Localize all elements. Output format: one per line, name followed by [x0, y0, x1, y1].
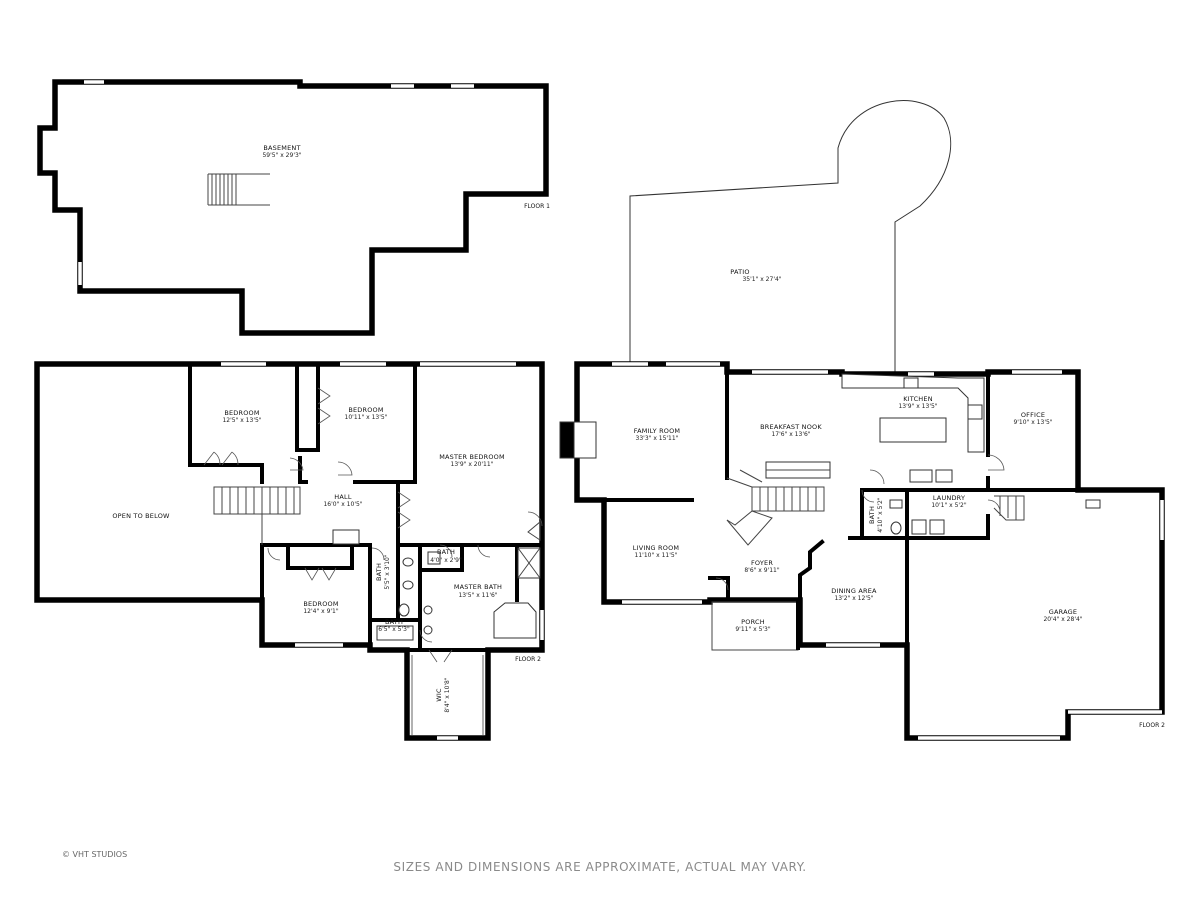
basement-stairs-icon	[207, 173, 270, 206]
room-dim-living-room: 11'10" x 11'5"	[635, 552, 678, 559]
room-name-living-room: LIVING ROOM	[633, 544, 679, 552]
room-dim-bath-vertical: 5'5" x 3'10"	[384, 554, 391, 590]
room-dim-porch: 9'11" x 5'3"	[735, 626, 771, 633]
room-name-wic: WIC	[435, 688, 443, 702]
room-dim-family-room: 33'3" x 15'11"	[636, 435, 679, 442]
main-stairs-icon	[726, 469, 825, 546]
room-dim-bedroom-2: 10'11" x 13'5"	[345, 414, 388, 421]
room-name-basement: BASEMENT	[263, 144, 300, 152]
main-floor-doors	[715, 454, 1005, 591]
room-name-open-to-below: OPEN TO BELOW	[112, 512, 170, 520]
room-name-bath-vertical: BATH	[375, 563, 383, 581]
room-dim-dining-area: 13'2" x 12'5"	[834, 595, 873, 602]
room-name-kitchen: KITCHEN	[903, 395, 933, 403]
room-dim-laundry: 10'1" x 5'2"	[931, 502, 967, 509]
room-name-laundry: LAUNDRY	[933, 494, 965, 502]
laundry-bath-fixtures	[889, 495, 1101, 535]
upper-floor: OPEN TO BELOW BEDROOM 12'5" x 13'5" BEDR…	[34, 361, 545, 741]
room-name-bath-lower: BATH	[385, 618, 403, 626]
room-dim-garage: 20'4" x 28'4"	[1043, 616, 1082, 623]
room-dim-office: 9'10" x 13'5"	[1013, 419, 1052, 426]
room-name-foyer: FOYER	[751, 559, 773, 567]
room-name-master-bath: MASTER BATH	[454, 583, 502, 591]
room-name-bedroom-3: BEDROOM	[303, 600, 338, 608]
room-name-master-bedroom: MASTER BEDROOM	[439, 453, 505, 461]
room-dim-kitchen: 13'9" x 13'5"	[898, 403, 937, 410]
wic-closet-lines	[411, 655, 484, 735]
floor-label-2-main: FLOOR 2	[1139, 722, 1165, 729]
room-name-dining-area: DINING AREA	[831, 587, 877, 595]
kitchen-fixtures	[765, 373, 985, 483]
room-dim-master-bath: 13'5" x 11'6"	[458, 592, 497, 599]
room-dim-foyer: 8'6" x 9'11"	[744, 567, 780, 574]
floor-label-2-upper: FLOOR 2	[515, 656, 541, 663]
upper-doors	[203, 387, 543, 663]
upper-stairs-icon	[213, 486, 301, 545]
room-dim-basement: 59'5" x 29'3"	[262, 152, 301, 159]
room-dim-bedroom-3: 12'4" x 9'1"	[303, 608, 339, 615]
room-name-hall: HALL	[334, 493, 352, 501]
room-name-patio: PATIO	[730, 268, 749, 276]
room-name-bath-small: BATH	[437, 548, 455, 556]
room-dim-hall: 16'0" x 10'5"	[323, 501, 362, 508]
room-dim-bath-main: 4'10" x 5'2"	[877, 497, 884, 533]
main-floor: PATIO 35'1" x 27'4" FAMILY ROOM 33'3" x …	[559, 100, 1165, 741]
upper-bath-fixtures	[376, 520, 541, 641]
room-name-porch: PORCH	[741, 618, 765, 626]
basement-windows	[78, 80, 474, 285]
room-name-breakfast-nook: BREAKFAST NOOK	[760, 423, 822, 431]
main-floor-windows	[612, 362, 1164, 740]
room-name-garage: GARAGE	[1049, 608, 1077, 616]
upper-floor-windows	[221, 362, 544, 740]
room-dim-wic: 8'4" x 10'8"	[444, 677, 451, 713]
room-name-bedroom-1: BEDROOM	[224, 409, 259, 417]
room-dim-bath-lower: 6'5" x 5'3"	[378, 626, 410, 633]
floor-label-1: FLOOR 1	[524, 203, 550, 210]
copyright-credit: © VHT STUDIOS	[62, 850, 128, 859]
disclaimer-text: SIZES AND DIMENSIONS ARE APPROXIMATE, AC…	[393, 860, 807, 874]
room-name-bedroom-2: BEDROOM	[348, 406, 383, 414]
patio-outline	[629, 100, 952, 372]
room-dim-bath-small: 4'0" x 2'9"	[430, 557, 462, 564]
room-name-family-room: FAMILY ROOM	[634, 427, 680, 435]
room-dim-patio: 35'1" x 27'4"	[742, 276, 781, 283]
room-dim-breakfast-nook: 17'6" x 13'6"	[771, 431, 810, 438]
room-dim-bedroom-1: 12'5" x 13'5"	[222, 417, 261, 424]
basement-floor: BASEMENT 59'5" x 29'3" FLOOR 1	[37, 79, 550, 336]
room-dim-master-bedroom: 13'9" x 20'11"	[451, 461, 494, 468]
room-name-bath-main: BATH	[868, 506, 876, 524]
room-name-office: OFFICE	[1021, 411, 1045, 419]
